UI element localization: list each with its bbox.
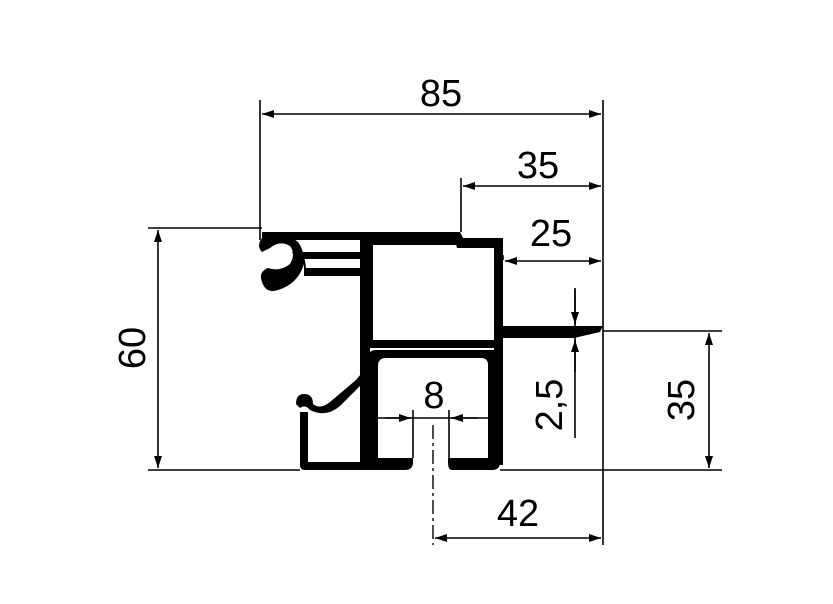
dim-8: 8 bbox=[423, 375, 444, 417]
profile-left-lower-wall bbox=[300, 412, 368, 470]
profile-clip-arm bbox=[292, 252, 360, 259]
aluminium-profile bbox=[259, 232, 603, 470]
dim-85: 85 bbox=[420, 73, 462, 115]
extension-lines bbox=[148, 100, 722, 545]
profile-left-hook bbox=[296, 368, 372, 414]
dim-42: 42 bbox=[497, 493, 539, 535]
dim-25: 25 bbox=[530, 213, 572, 255]
dimension-lines bbox=[154, 110, 713, 542]
dim-60: 60 bbox=[112, 327, 154, 369]
dim-2-5: 2,5 bbox=[529, 379, 571, 432]
dim-35-right: 35 bbox=[661, 379, 703, 421]
profile-lower-chamber bbox=[368, 350, 500, 470]
profile-top-left-clip bbox=[259, 236, 362, 291]
profile-clip-inner bbox=[271, 251, 288, 267]
profile-upper-chamber bbox=[366, 238, 503, 348]
profile-right-flange bbox=[503, 326, 603, 338]
dim-35-top: 35 bbox=[517, 145, 559, 187]
